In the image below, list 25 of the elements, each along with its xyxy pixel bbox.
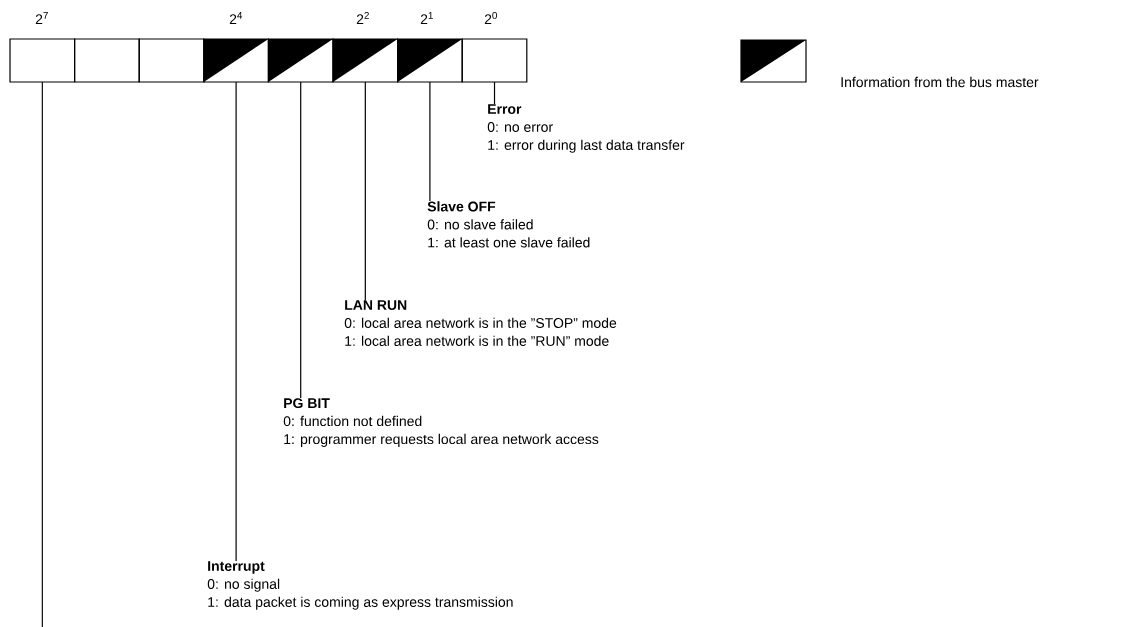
half-filled-cell — [397, 38, 463, 83]
leader-line — [300, 81, 302, 399]
leader-line — [41, 81, 43, 627]
register-cell — [138, 38, 205, 83]
leader-line — [493, 81, 496, 105]
bit-weight: 2$^{4}$ — [229, 12, 243, 24]
bit-weight: 2$^{7}$ — [35, 12, 48, 24]
bit-description: LAN RUN 0: local area network is in the ”STOP” mode 1: local area network is in the ”RUN” mode — [344, 300, 617, 346]
leader-line — [364, 81, 366, 301]
half-filled-cell — [267, 38, 334, 83]
half-filled-cell — [332, 38, 399, 83]
bit-description: Slave OFF 0: no slave failed 1: at least one slave failed — [427, 201, 590, 248]
register-cell — [74, 38, 140, 83]
leader-line — [429, 81, 431, 202]
bit-weight: 2$^{2}$ — [356, 11, 369, 24]
bit-description: Error 0: no error 1: error during last data transfer — [487, 104, 685, 153]
leader-line — [235, 81, 237, 562]
bit-weight: 2$^{1}$ — [420, 12, 433, 24]
half-filled-cell — [203, 38, 269, 83]
legend-text: Information from the bus master — [841, 76, 1039, 88]
register-cell — [461, 38, 528, 83]
bit-weight: 2$^{0}$ — [484, 11, 497, 24]
bit-description: PG BIT 0: function not defined 1: programmer requests local area network access — [283, 398, 599, 447]
register-cell — [9, 38, 76, 83]
bit-description: Interrupt 0: no signal 1: data packet is coming as express transmission — [207, 561, 513, 610]
